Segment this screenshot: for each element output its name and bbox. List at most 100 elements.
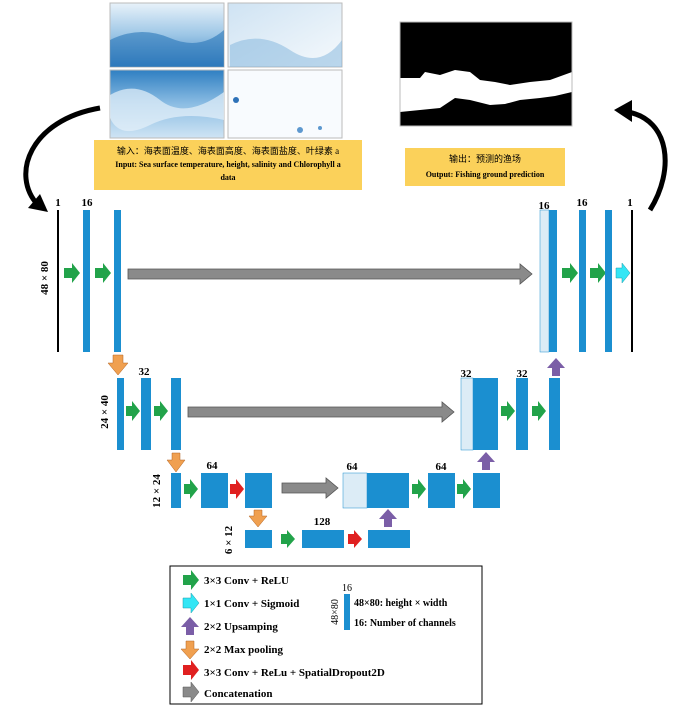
max-pool-arrow	[107, 354, 129, 376]
legend-conv-sigmoid-icon	[182, 592, 200, 614]
enc3-block-a	[201, 473, 228, 508]
input-caption: 输入：海表面温度、海表面高度、海表面盐度、叶绿素 a Input: Sea su…	[94, 140, 362, 190]
dec3-concat-dark	[367, 473, 409, 508]
upsample-arrow	[547, 358, 565, 376]
dropout-conv-arrow	[348, 530, 362, 548]
legend-item-label: Concatenation	[204, 688, 272, 700]
bottleneck-channels-label: 128	[314, 516, 331, 528]
legend-conv-relu-icon	[183, 570, 199, 590]
dec2-block-a	[516, 378, 528, 450]
input-caption-en-line2: data	[220, 173, 235, 182]
legend-item-label: 2×2 Upsamping	[204, 621, 278, 633]
legend-concatenation-icon	[182, 681, 200, 703]
conv-relu-arrow	[590, 263, 606, 283]
output-prediction-map	[399, 21, 573, 127]
input-caption-zh: 输入：海表面温度、海表面高度、海表面盐度、叶绿素 a	[117, 145, 339, 156]
input-image-chl-dot	[297, 127, 303, 133]
dec1-channels-label: 16	[577, 197, 589, 209]
legend-key-channels: 16	[342, 583, 352, 594]
input-image-chl-dot	[318, 126, 322, 130]
input-channels-label: 1	[55, 197, 61, 209]
legend-key-line1: 48×80: height × width	[354, 598, 448, 609]
level-4: 6 × 12 128	[223, 516, 410, 554]
enc3-channels-label: 64	[207, 460, 219, 472]
level-1: 48 × 80 1 16 16 16 1	[39, 197, 633, 353]
conv-relu-arrow	[532, 401, 546, 421]
dec1-concat-light	[539, 209, 550, 353]
enc2-channels-label: 32	[139, 366, 151, 378]
conv-relu-arrow	[126, 401, 140, 421]
output-map-fishing-ground	[400, 70, 572, 112]
conv-relu-arrow	[457, 479, 471, 499]
enc4-input-block	[245, 530, 272, 548]
level-3: 12 × 24 64 64 64	[151, 460, 500, 509]
conv-relu-arrow	[501, 401, 515, 421]
input-caption-box	[94, 140, 362, 190]
conv-relu-arrow	[184, 479, 198, 499]
upsample-arrow	[477, 452, 495, 470]
concat-arrow-l2	[187, 401, 455, 423]
dropout-conv-arrow	[230, 479, 244, 499]
output-caption-en: Output: Fishing ground prediction	[426, 170, 545, 179]
dec3-concat-light	[342, 472, 368, 509]
dec1-block-b	[605, 210, 612, 352]
legend-upsampling-icon	[181, 617, 199, 635]
dec2-concat-light	[460, 377, 474, 451]
legend-max-pooling-icon	[180, 640, 200, 660]
enc3-block-b	[245, 473, 272, 508]
input-image-chl	[227, 69, 343, 139]
input-image-sst-texture	[110, 30, 224, 67]
bottleneck-block-b	[368, 530, 410, 548]
legend-frame	[169, 565, 483, 705]
legend-key-line2: 16: Number of channels	[354, 618, 456, 629]
enc3-input-block	[171, 473, 181, 508]
dec3-block-b	[473, 473, 500, 508]
conv-relu-arrow	[154, 401, 168, 421]
conv-relu-arrow	[95, 263, 111, 283]
dec2-concat-dark	[473, 378, 498, 450]
output-caption: 输出：预测的渔场 Output: Fishing ground predicti…	[405, 148, 565, 186]
conv-relu-arrow	[562, 263, 578, 283]
enc1-block-a	[83, 210, 90, 352]
level-4-size-label: 6 × 12	[223, 525, 235, 554]
enc1-channels-label: 16	[82, 197, 94, 209]
dec2-block-b	[549, 378, 560, 450]
dec2-concat-label: 32	[461, 368, 473, 380]
enc2-block-b	[171, 378, 181, 450]
legend-item-label: 3×3 Conv + ReLU	[204, 575, 289, 587]
legend-item-label: 2×2 Max pooling	[204, 644, 283, 656]
dec1-concat-dark	[549, 210, 557, 352]
dec3-block-a	[428, 473, 455, 508]
conv-relu-arrow	[412, 479, 426, 499]
conv-relu-arrow	[64, 263, 80, 283]
legend-item-label: 3×3 Conv + ReLu + SpatialDropout2D	[204, 667, 385, 679]
enc2-block-a	[141, 378, 151, 450]
dec1-block-a	[579, 210, 586, 352]
legend: 3×3 Conv + ReLU 1×1 Conv + Sigmoid 2×2 U…	[169, 565, 483, 705]
output-map-frame	[399, 21, 573, 127]
concat-arrow-l3	[281, 477, 339, 499]
legend-dropout-icon	[183, 660, 199, 680]
input-image-ssh-texture	[230, 38, 342, 67]
enc2-input-block	[117, 378, 124, 450]
max-pool-arrow	[166, 452, 186, 473]
level-3-size-label: 12 × 24	[151, 474, 163, 508]
output-curved-arrow	[614, 100, 668, 212]
legend-item-label: 1×1 Conv + Sigmoid	[204, 598, 299, 610]
dec1-concat-label: 16	[539, 200, 551, 212]
conv-sigmoid-arrow	[615, 262, 631, 284]
input-image-grid	[109, 2, 343, 139]
upsample-arrow	[379, 509, 397, 527]
input-caption-en-line1: Input: Sea surface temperature, height, …	[115, 160, 341, 169]
level-1-size-label: 48 × 80	[39, 261, 51, 295]
input-image-chl-dot	[233, 97, 239, 103]
dec2-channels-label: 32	[517, 368, 529, 380]
output-channels-label: 1	[627, 197, 633, 209]
output-caption-zh: 输出：预测的渔场	[449, 153, 521, 164]
max-pool-arrow	[248, 509, 268, 528]
input-curved-arrow	[23, 105, 101, 212]
legend-key-block	[344, 594, 350, 630]
bottleneck-block-a	[302, 530, 344, 548]
concat-arrow-l1	[127, 263, 533, 285]
